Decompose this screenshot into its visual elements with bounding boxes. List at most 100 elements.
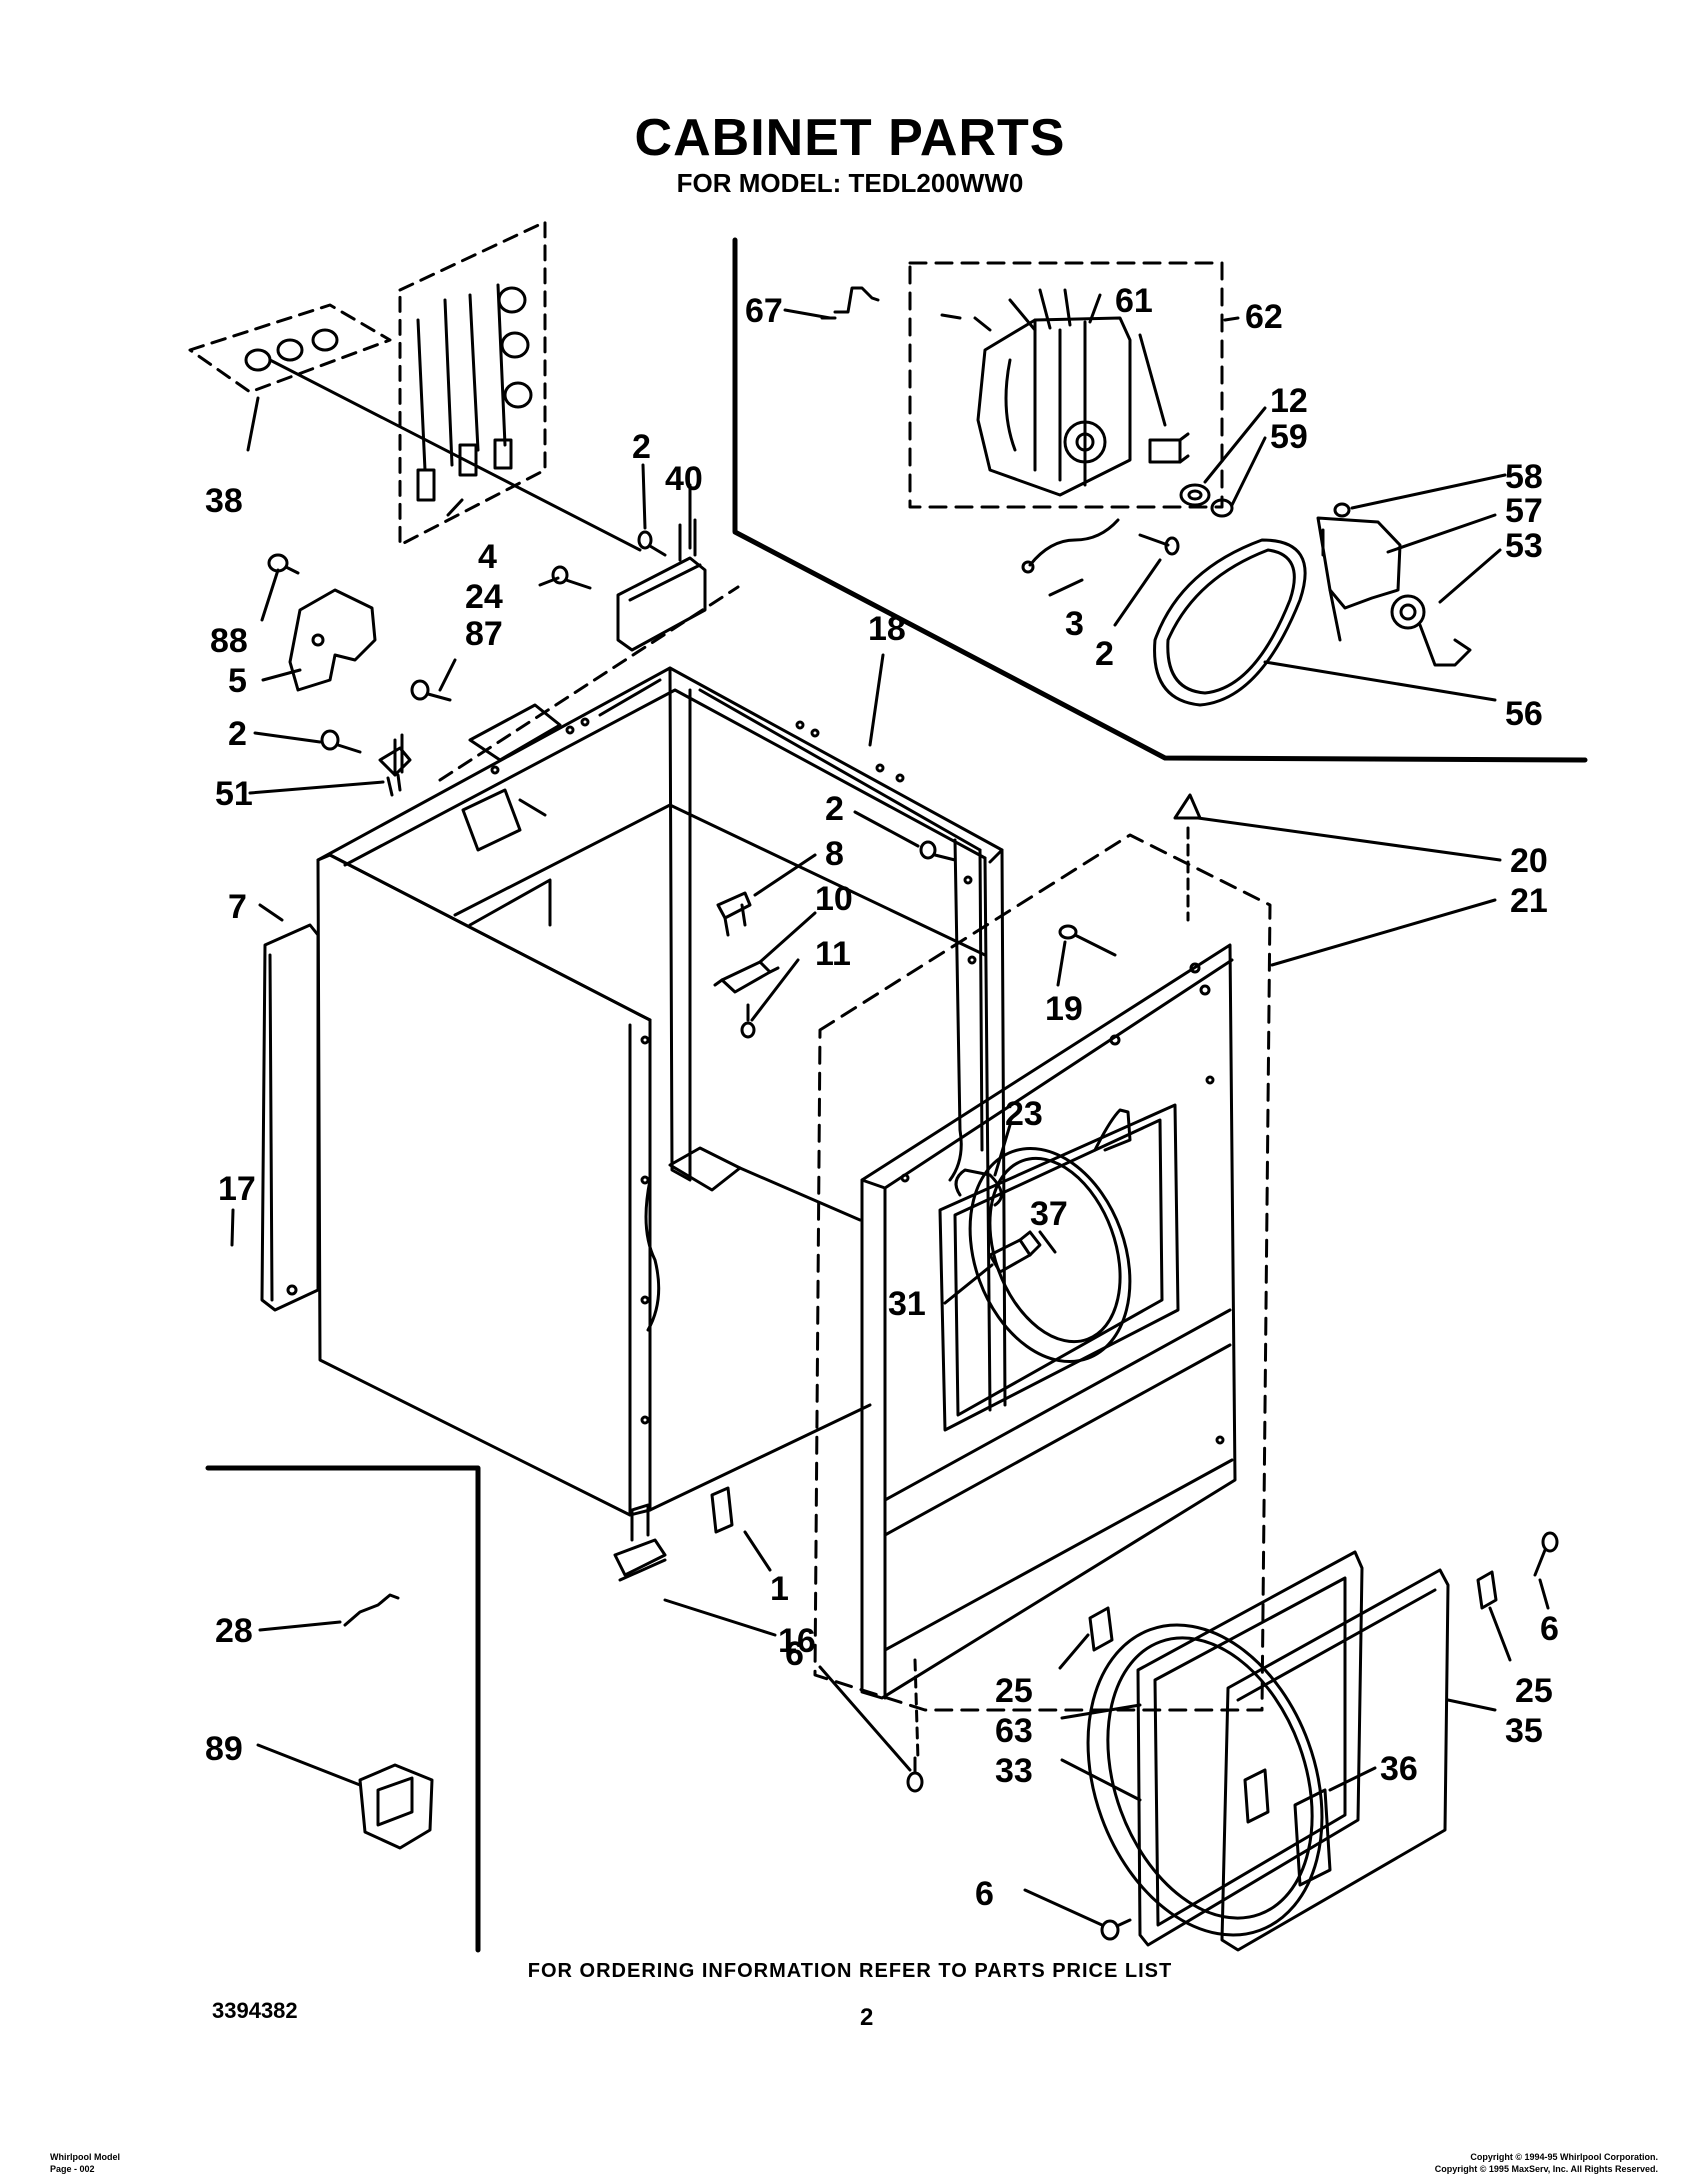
footer-left-line2: Page - 002 [50,2164,95,2174]
screw-2-cabinet [919,840,957,862]
callout-19: 19 [1045,990,1083,1028]
knob-12 [1179,483,1211,507]
callout-21: 21 [1510,882,1548,920]
callout-labels: 67 61 62 12 59 58 57 53 56 3 2 38 4 2 40… [205,282,1559,1913]
callout-17: 17 [218,1170,256,1208]
footer-right-small: Copyright © 1994-95 Whirlpool Corporatio… [1435,2151,1658,2175]
callout-2-left: 2 [228,715,247,753]
wire-dashed-box-4 [398,220,547,547]
door-handle-37 [1243,1768,1332,1887]
callout-87: 87 [465,615,503,653]
door-switch-51 [378,733,412,797]
screw-6-right [1533,1531,1559,1577]
lower-left-inset-border [205,1465,481,1953]
belt-56 [1153,538,1307,707]
clip-1 [710,1486,734,1534]
screw-6-bottom [906,1658,924,1793]
callout-11: 11 [815,935,851,973]
footer-left-line1: Whirlpool Model [50,2152,120,2162]
document-number: 3394382 [212,1998,298,2023]
wire-harness-63 [820,286,880,320]
callout-53: 53 [1505,527,1543,565]
callout-24: 25 [995,1672,1033,1710]
idler-bracket-57 [1316,516,1402,642]
page-title: CABINET PARTS [634,109,1066,167]
switch-61 [1148,432,1190,464]
screw-2-top [1138,533,1180,556]
callout-62: 62 [1245,298,1283,336]
leveling-leg-16 [613,1503,667,1582]
callout-41: 40 [665,460,703,498]
idler-pulley-53 [1390,594,1472,667]
callout-57: 57 [1505,492,1543,530]
callout-67: 63 [995,1712,1033,1750]
callout-58: 58 [1505,458,1543,496]
callout-35: 33 [995,1752,1033,1790]
screw-25 [551,565,592,590]
callout-36: 35 [1505,1712,1543,1750]
door-frame-35 [1136,1550,1364,1947]
callout-3: 3 [1065,605,1084,643]
clip-8 [716,891,752,937]
timer-dashed-box [908,261,1224,509]
strike-28 [1476,1570,1498,1610]
screw-58 [1333,502,1351,518]
knobs-dashed-box-40 [188,303,392,394]
callout-6-door: 6 [975,1875,994,1913]
callout-25: 24 [465,578,503,616]
terminal-block-41 [438,518,740,782]
callout-2-belt: 2 [1095,635,1114,673]
wire-31 [343,1593,400,1627]
callout-4: 4 [478,538,497,576]
wire-harness-23 [954,1108,1132,1207]
callout-2-top: 2 [632,428,651,466]
front-panel [860,943,1237,1700]
callout-7: 7 [228,888,247,926]
screw-2-left [320,729,362,754]
block-89 [358,1763,434,1850]
screw-87 [410,679,452,702]
spring-59 [1210,498,1234,518]
timer-assembly [940,288,1132,497]
callout-5: 5 [228,662,247,700]
callout-20: 20 [1510,842,1548,880]
callout-89: 89 [205,1730,243,1768]
clip-19 [1058,924,1117,957]
clip-20 [1173,793,1202,922]
harness-3 [1021,518,1120,574]
callout-88: 88 [210,622,248,660]
bracket-5 [288,588,377,692]
callout-38: 37 [1030,1195,1068,1233]
callout-2-mid: 2 [825,790,844,828]
copyright-line2: Copyright © 1995 MaxServ, Inc. All Right… [1434,2164,1658,2174]
callout-6-bottom: 6 [785,1635,804,1673]
door-switch-33 [988,1230,1042,1274]
callout-59: 59 [1270,418,1308,456]
front-panel-dashed-box-21 [813,833,1272,1712]
callout-18: 18 [868,610,906,648]
screw-11 [740,1003,756,1039]
callout-8: 8 [825,835,844,873]
door-seal-67 [1086,1623,1324,1937]
hinge-24 [1088,1606,1114,1652]
callout-56: 56 [1505,695,1543,733]
callout-31: 28 [215,1612,253,1650]
assembly-leader-line [268,358,642,552]
ordering-note: FOR ORDERING INFORMATION REFER TO PARTS … [527,1960,1173,1982]
callout-leaders [230,308,1550,1927]
control-inset-border [732,237,1588,763]
door-outer-36 [1220,1568,1450,1952]
callout-51: 51 [215,775,253,813]
page-number: 2 [860,2004,874,2031]
callout-6-right: 6 [1540,1610,1559,1648]
screw-2-terminal [637,530,667,557]
callout-10: 10 [815,880,853,918]
screw-88 [267,553,300,575]
copyright-line1: Copyright © 1994-95 Whirlpool Corporatio… [1470,2152,1658,2162]
callout-63: 67 [745,292,783,330]
cabinet-body [260,666,1007,1517]
callout-40: 38 [205,482,243,520]
footer-left-small: Whirlpool Model Page - 002 [50,2151,120,2175]
callout-28: 25 [1515,1672,1553,1710]
